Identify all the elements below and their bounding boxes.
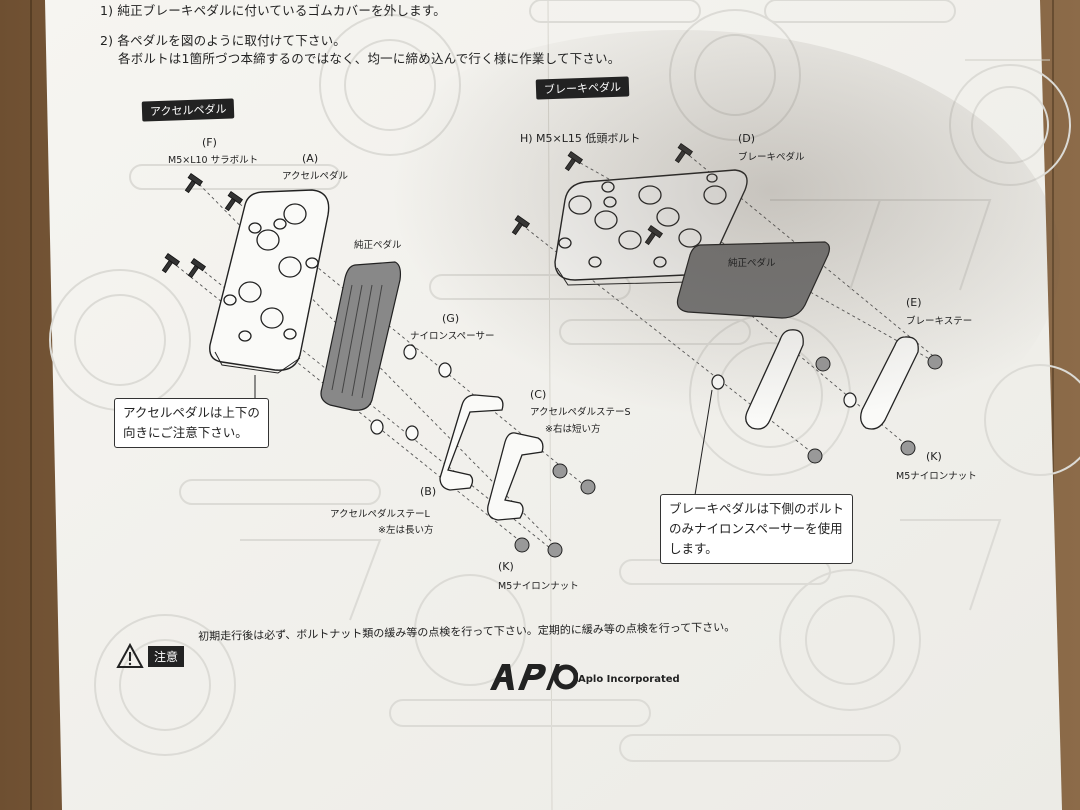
part-D-code: (D) [738,132,756,145]
caution-badge: 注意 [148,646,185,667]
part-C-code: (C) [530,388,547,401]
genuine-brake-label: 純正ペダル [728,258,776,269]
genuine-accel-label: 純正ペダル [354,240,402,251]
part-B-code: (B) [420,485,437,498]
part-K-code-left: (K) [498,560,514,573]
accel-callout-line-2: 向きにご注意下さい。 [123,425,248,440]
apio-logo [488,660,579,696]
warning-triangle-icon [116,642,144,668]
part-K-name-left: M5ナイロンナット [498,581,579,592]
wood-seam [1052,0,1054,810]
part-K-name-right: M5ナイロンナット [896,471,977,482]
company-name: Aplo Incorporated [578,674,680,685]
wood-seam [30,0,32,810]
instruction-step-1: 1) 純正ブレーキペダルに付いているゴムカバーを外します。 [100,3,446,18]
part-E-name: ブレーキステー [906,316,973,327]
accel-callout-line-1: アクセルペダルは上下の [123,405,260,420]
part-G-code: (G) [442,312,460,325]
part-H-label: H) M5×L15 低頭ボルト [520,132,641,145]
instruction-step-2-detail: 各ボルトは1箇所づつ本締するのではなく、均一に締め込んで行く様に作業して下さい。 [118,51,621,66]
part-E-code: (E) [906,296,922,309]
accel-pedal-A [209,189,330,374]
part-A-name: アクセルペダル [282,171,349,182]
accel-orientation-callout: アクセルペダルは上下の 向きにご注意下さい。 [114,398,269,448]
brake-callout-line-1: ブレーキペダルは下側のボルト [669,501,845,516]
part-F-code: (F) [202,136,217,149]
part-D-name: ブレーキペダル [738,152,805,163]
part-B-note: ※左は長い方 [378,525,434,536]
brake-callout-line-2: のみナイロンスペーサーを使用 [669,521,843,536]
part-B-name: アクセルペダルステーL [330,509,430,520]
part-G-name: ナイロンスペーサー [410,331,495,342]
part-A-code: (A) [302,152,319,165]
accel-section-title: アクセルペダル [141,98,235,122]
brake-callout-line-3: します。 [669,541,718,556]
instruction-step-2: 2) 各ペダルを図のように取付けて下さい。 [100,33,347,48]
brake-section-title: ブレーキペダル [535,76,630,100]
part-C-name: アクセルペダルステーS [530,407,631,418]
brake-spacer-callout: ブレーキペダルは下側のボルト のみナイロンスペーサーを使用 します。 [660,494,854,564]
apio-logo-mark [490,664,579,690]
part-F-name: M5×L10 サラボルト [168,155,259,166]
part-K-code-right: (K) [926,450,942,463]
part-C-note: ※右は短い方 [545,424,601,435]
